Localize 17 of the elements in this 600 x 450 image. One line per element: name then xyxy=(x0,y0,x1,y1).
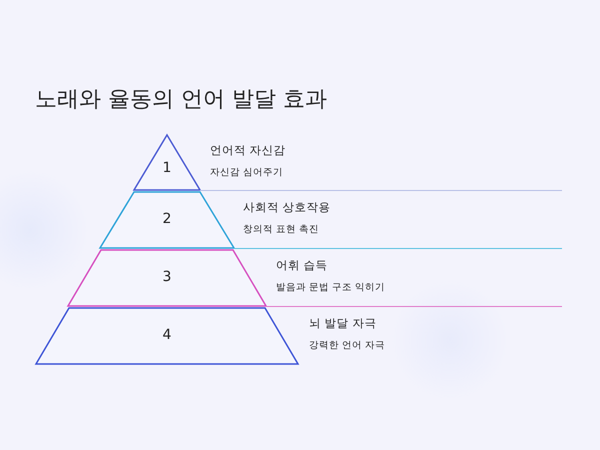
tier-number: 3 xyxy=(162,269,172,285)
tier-description: 자신감 심어주기 xyxy=(210,166,284,179)
tier-heading: 어휘 습득 xyxy=(276,258,328,273)
tier-heading: 언어적 자신감 xyxy=(210,143,286,158)
title: 노래와 율동의 언어 발달 효과 xyxy=(35,86,327,114)
pyramid-top-triangle xyxy=(134,135,200,190)
tier-heading: 사회적 상호작용 xyxy=(243,200,331,215)
tier-number: 4 xyxy=(162,327,172,343)
tier-heading: 뇌 발달 자극 xyxy=(309,316,376,331)
pyramid-tier xyxy=(100,192,234,248)
tier-description: 강력한 언어 자극 xyxy=(309,339,386,352)
tier-description: 발음과 문법 구조 익히기 xyxy=(276,281,386,294)
tier-description: 창의적 표현 촉진 xyxy=(243,223,320,236)
pyramid-tier xyxy=(68,250,266,306)
tier-number: 2 xyxy=(162,211,172,227)
pyramid-tier xyxy=(36,308,298,364)
tier-number: 1 xyxy=(162,160,172,176)
